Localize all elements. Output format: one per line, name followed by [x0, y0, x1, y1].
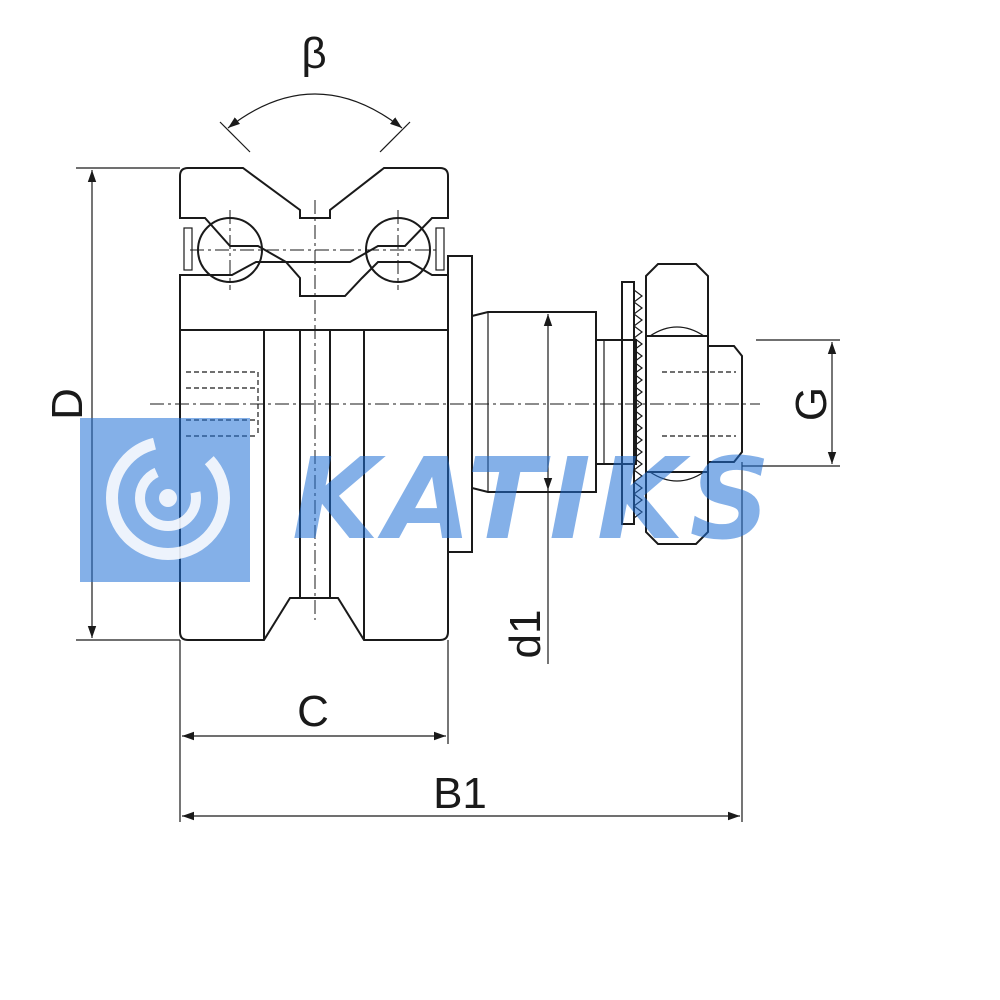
watermark: KATIKS — [80, 418, 776, 582]
threaded-stub — [595, 339, 637, 465]
watermark-text: KATIKS — [292, 435, 776, 565]
serrated-washer — [621, 281, 643, 525]
label-beta: β — [301, 29, 326, 78]
hex-nut — [645, 263, 709, 545]
shaft — [447, 255, 743, 553]
label-C: C — [297, 687, 329, 736]
wheel — [150, 167, 760, 641]
beta-arc — [227, 93, 403, 129]
bolt-end — [707, 345, 743, 463]
watermark-logo — [80, 418, 250, 582]
label-B1: B1 — [433, 769, 487, 818]
outer-ring-section — [179, 167, 449, 263]
label-G: G — [787, 387, 836, 421]
wheel-outline-lower — [179, 329, 449, 641]
label-D: D — [43, 388, 92, 420]
label-d1: d1 — [501, 610, 550, 659]
inner-race-section — [179, 261, 449, 331]
dimensions: β D C B1 d1 G — [43, 29, 840, 822]
